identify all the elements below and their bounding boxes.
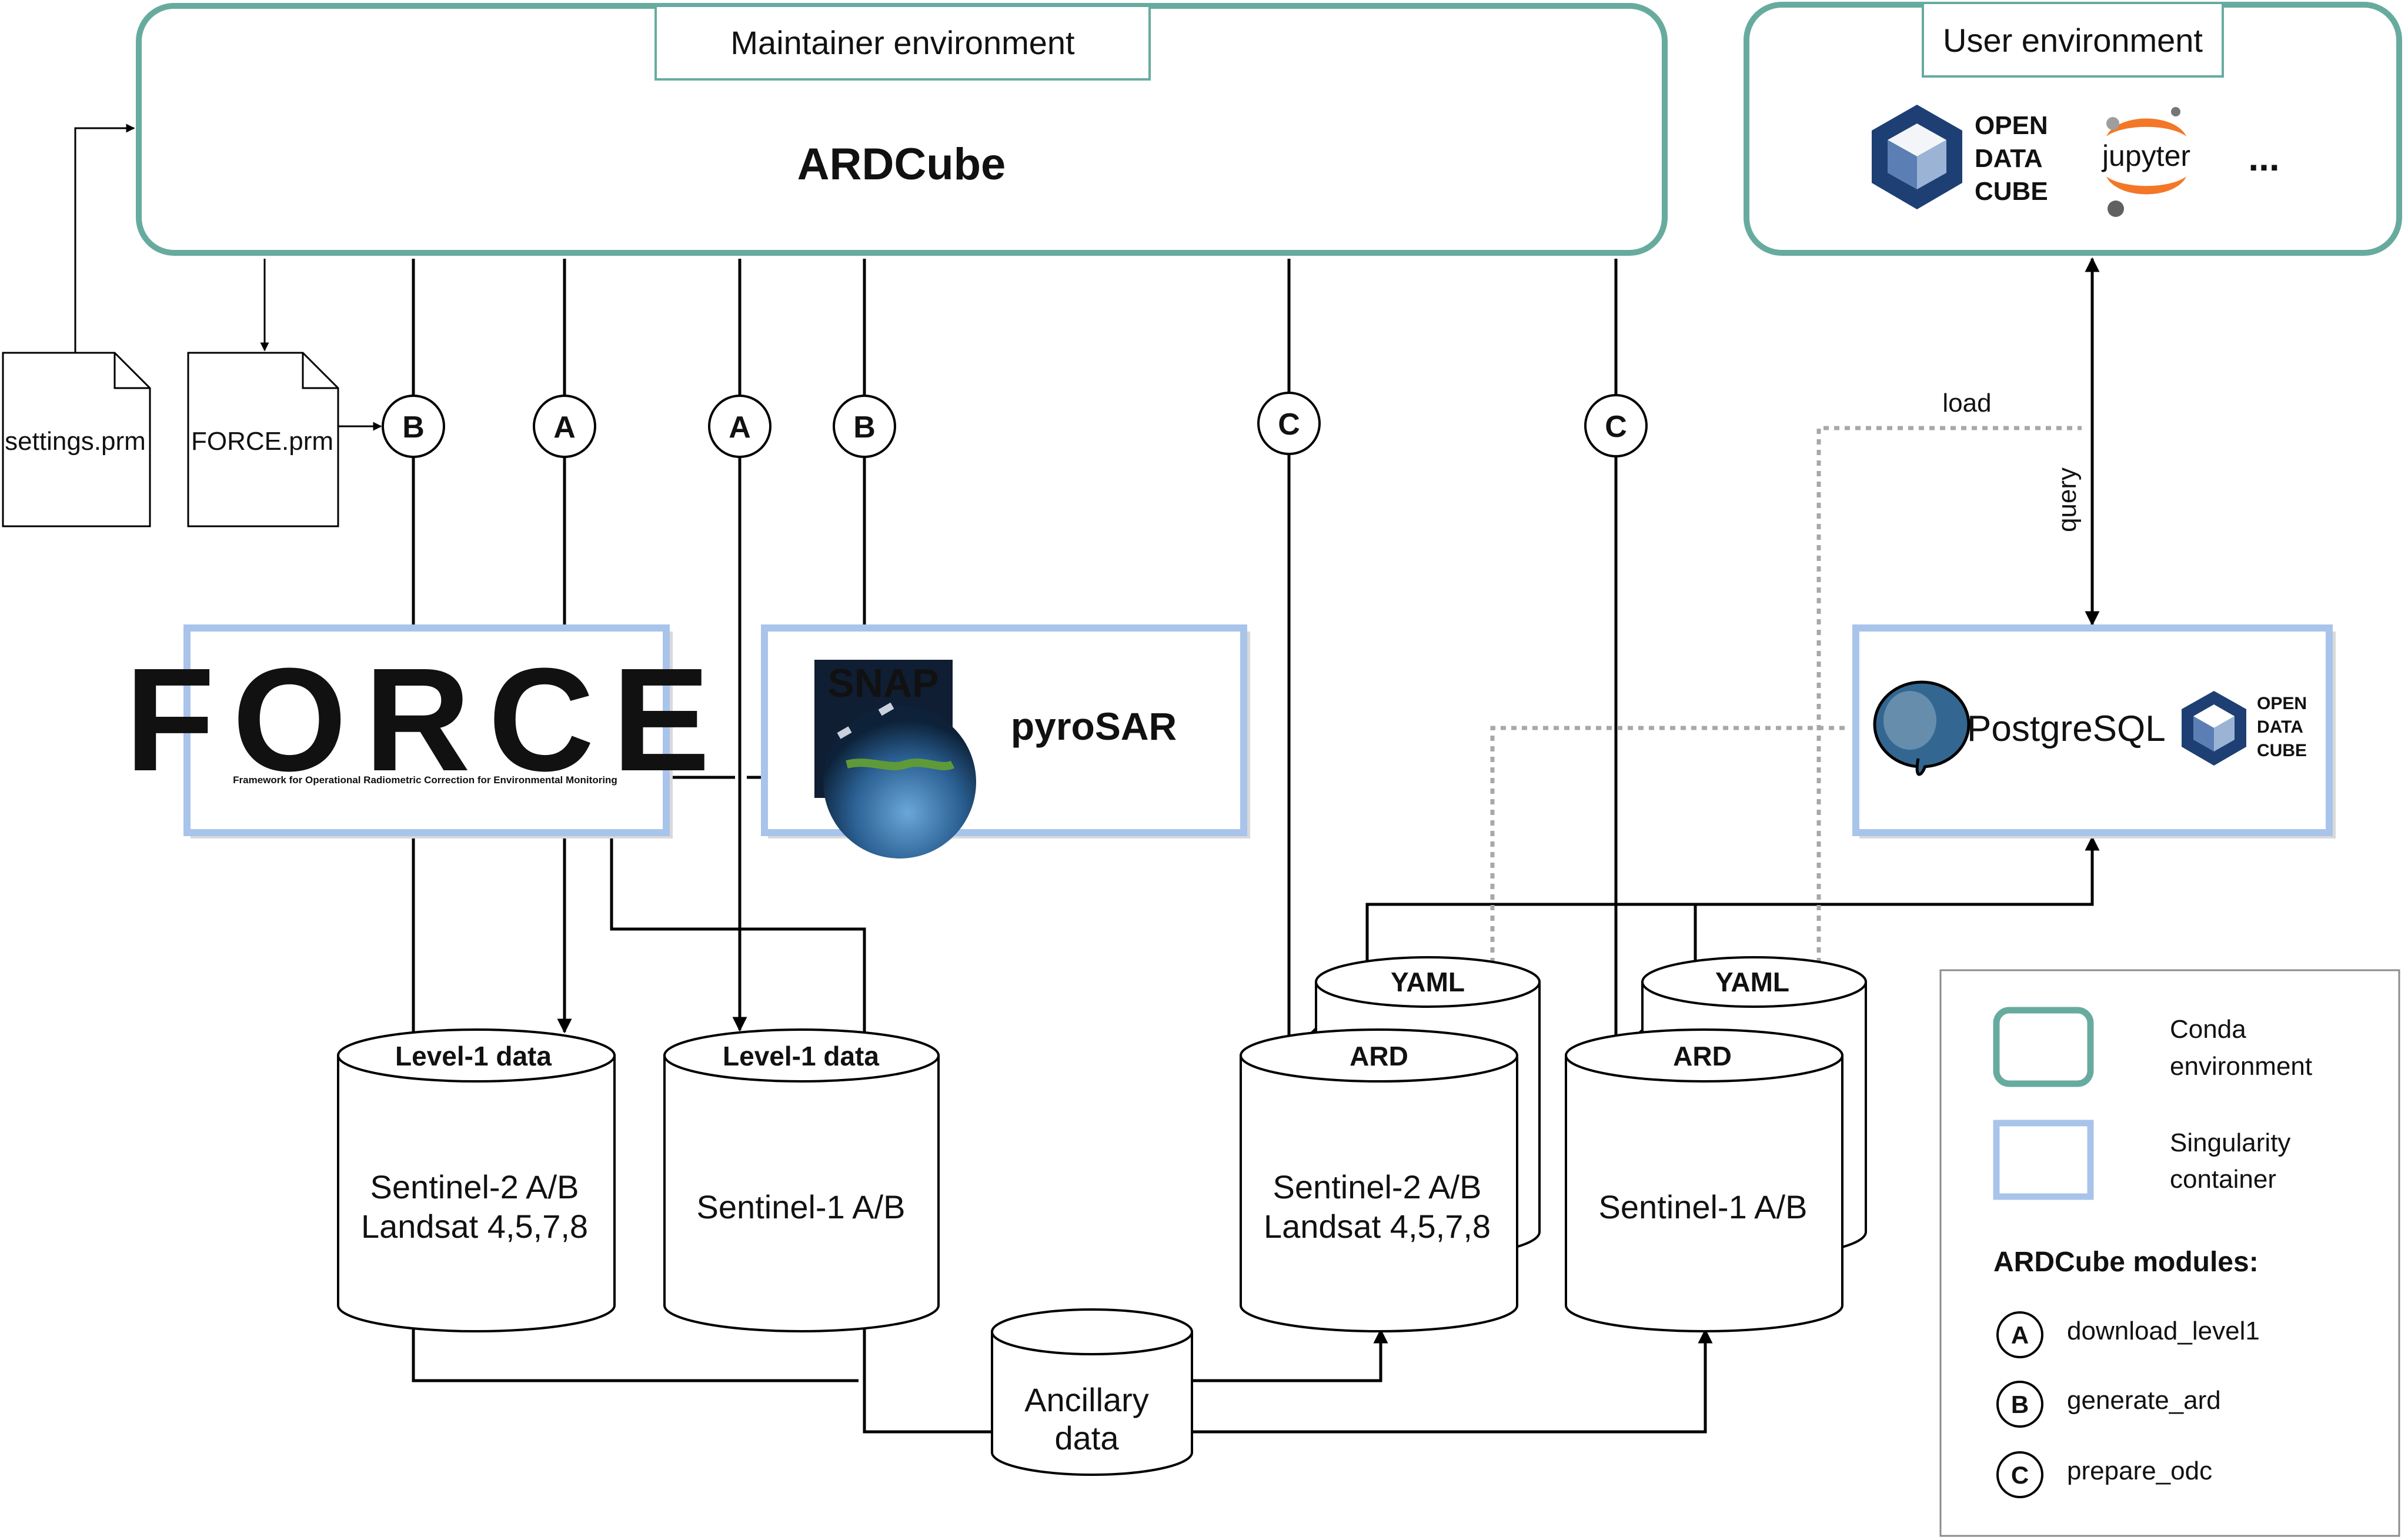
ancillary-line1: Ancillary	[1024, 1381, 1149, 1418]
db-odc-logo: OPEN DATA CUBE	[2182, 691, 2307, 766]
svg-text:C: C	[1278, 407, 1300, 442]
level1-s2-header: Level-1 data	[395, 1041, 552, 1071]
svg-text:DATA: DATA	[2257, 717, 2303, 737]
ard-s1-line1: Sentinel-1 A/B	[1599, 1188, 1808, 1225]
legend-singularity-line2: container	[2170, 1165, 2276, 1194]
svg-text:A: A	[553, 410, 576, 445]
legend-module-a-label: download_level1	[2067, 1317, 2260, 1345]
settings-file: settings.prm	[2, 352, 151, 527]
postgresql-logo: PostgreSQL	[1873, 680, 2166, 776]
more-ellipsis: ...	[2248, 136, 2279, 179]
maintainer-environment: Maintainer environment ARDCube	[136, 3, 1668, 256]
force-prm-file: FORCE.prm	[187, 352, 339, 527]
odc-logo-text-2: DATA	[1975, 144, 2043, 173]
ard-s2-line2: Landsat 4,5,7,8	[1264, 1208, 1491, 1245]
cylinder-ard-sentinel1: YAML ARD Sentinel-1 A/B	[1565, 956, 1867, 1332]
level1-s2-line2: Landsat 4,5,7,8	[361, 1208, 588, 1245]
pyrosar-container: SNAP pyroSAR	[761, 624, 1250, 858]
force-logo-text: FORCE	[125, 637, 728, 801]
svg-text:B: B	[2011, 1391, 2029, 1418]
legend-singularity-line1: Singularity	[2170, 1128, 2290, 1157]
cylinder-ancillary: Ancillary data	[991, 1308, 1193, 1476]
svg-text:A: A	[2011, 1321, 2029, 1349]
connectors	[74, 123, 2100, 1434]
ard-s2-yaml: YAML	[1391, 967, 1465, 997]
force-logo-tagline: Framework for Operational Radiometric Co…	[233, 774, 617, 786]
settings-file-label: settings.prm	[5, 427, 146, 456]
legend-module-b-label: generate_ard	[2067, 1386, 2221, 1415]
module-c-marker-1: C	[1257, 392, 1321, 455]
load-label: load	[1942, 389, 1991, 417]
module-c-marker-2: C	[1584, 394, 1648, 457]
ard-s1-header: ARD	[1673, 1041, 1732, 1071]
open-data-cube-logo: OPEN DATA CUBE	[1872, 105, 2048, 209]
app-title: ARDCube	[797, 139, 1006, 189]
user-environment: User environment OPEN DATA CUBE jupyter …	[1744, 2, 2402, 256]
module-b-marker-1: B	[382, 395, 445, 458]
force-prm-file-label: FORCE.prm	[191, 427, 333, 456]
legend-module-c-label: prepare_odc	[2067, 1457, 2212, 1485]
legend-conda-swatch	[1993, 1007, 2094, 1087]
cylinder-ard-sentinel2: YAML ARD Sentinel-2 A/B Landsat 4,5,7,8	[1240, 956, 1541, 1332]
legend-modules-title: ARDCube modules:	[1993, 1247, 2259, 1278]
svg-text:CUBE: CUBE	[2257, 741, 2307, 760]
odc-logo-text-1: OPEN	[1975, 111, 2048, 140]
svg-text:B: B	[853, 410, 876, 445]
svg-text:C: C	[1605, 410, 1627, 444]
legend-singularity-swatch	[1993, 1120, 2094, 1200]
legend-conda-line2: environment	[2170, 1052, 2312, 1081]
level1-s2-line1: Sentinel-2 A/B	[370, 1168, 579, 1205]
force-logo: FORCE Framework for Operational Radiomet…	[125, 637, 728, 801]
cylinder-level1-sentinel2: Level-1 data Sentinel-2 A/B Landsat 4,5,…	[337, 1028, 616, 1332]
module-a-marker-1: A	[533, 395, 596, 458]
user-env-title: User environment	[1943, 22, 2203, 59]
jupyter-logo: jupyter	[2101, 107, 2190, 217]
svg-text:C: C	[2011, 1461, 2029, 1489]
level1-s1-header: Level-1 data	[723, 1041, 879, 1071]
legend: Conda environment Singularity container …	[1939, 969, 2400, 1537]
snap-logo-text: SNAP	[828, 661, 939, 706]
snap-logo: SNAP	[814, 660, 976, 858]
query-label: query	[2053, 467, 2082, 532]
database-container: PostgreSQL OPEN DATA CUBE	[1852, 624, 2336, 839]
postgresql-text: PostgreSQL	[1967, 709, 2166, 749]
svg-text:A: A	[729, 410, 751, 445]
maintainer-title: Maintainer environment	[730, 24, 1075, 61]
module-markers: B A A B C C	[382, 392, 1648, 458]
svg-text:OPEN: OPEN	[2257, 694, 2307, 713]
pyrosar-label: pyroSAR	[1011, 704, 1177, 748]
cylinder-level1-sentinel1: Level-1 data Sentinel-1 A/B	[663, 1028, 940, 1332]
level1-s1-line1: Sentinel-1 A/B	[697, 1188, 906, 1225]
module-b-marker-2: B	[833, 395, 896, 458]
jupyter-logo-text: jupyter	[2101, 139, 2190, 172]
ancillary-line2: data	[1055, 1419, 1120, 1457]
legend-conda-line1: Conda	[2170, 1015, 2246, 1044]
ard-s1-yaml: YAML	[1715, 967, 1789, 997]
svg-text:B: B	[402, 410, 425, 445]
module-a-marker-2: A	[708, 395, 772, 458]
ard-s2-line1: Sentinel-2 A/B	[1273, 1168, 1482, 1205]
force-container: FORCE Framework for Operational Radiomet…	[125, 624, 728, 839]
odc-logo-text-3: CUBE	[1975, 177, 2048, 206]
ard-s2-header: ARD	[1350, 1041, 1408, 1071]
